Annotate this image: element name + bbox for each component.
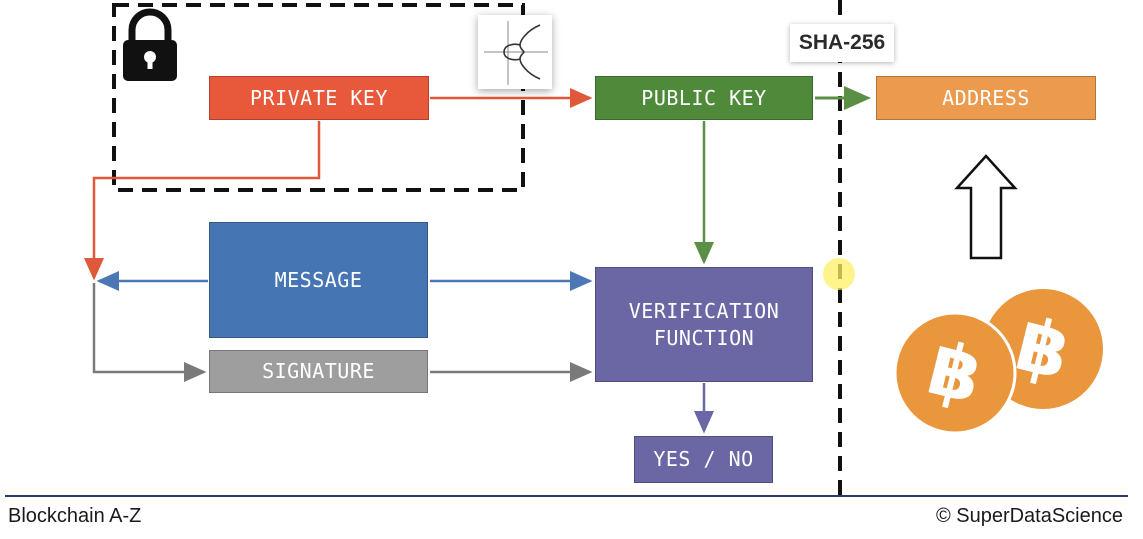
bitcoin-coin-icon: ฿ xyxy=(893,311,1017,435)
elliptic-curve-card xyxy=(478,15,552,89)
message-node: MESSAGE xyxy=(209,222,428,338)
private-key-node: PRIVATE KEY xyxy=(209,76,429,120)
arrow-private-to-signing xyxy=(84,121,321,281)
pointer-highlight xyxy=(823,258,855,290)
copyright-text: © SuperDataScience xyxy=(935,505,1123,527)
public-key-node: PUBLIC KEY xyxy=(595,76,813,120)
padlock-icon xyxy=(123,8,177,81)
hash-function-label: SHA-256 xyxy=(790,24,894,62)
signature-node: SIGNATURE xyxy=(209,350,428,393)
course-title: Blockchain A-Z xyxy=(8,505,142,527)
elliptic-curve-icon xyxy=(484,21,548,85)
verification-function-node: VERIFICATION FUNCTION xyxy=(595,267,813,382)
private-region-border xyxy=(112,3,525,192)
footer-divider xyxy=(5,495,1128,497)
result-node: YES / NO xyxy=(634,436,773,483)
arrow-to-signature xyxy=(92,283,207,382)
address-node: ADDRESS xyxy=(876,76,1096,120)
up-arrow-icon xyxy=(954,154,1018,260)
